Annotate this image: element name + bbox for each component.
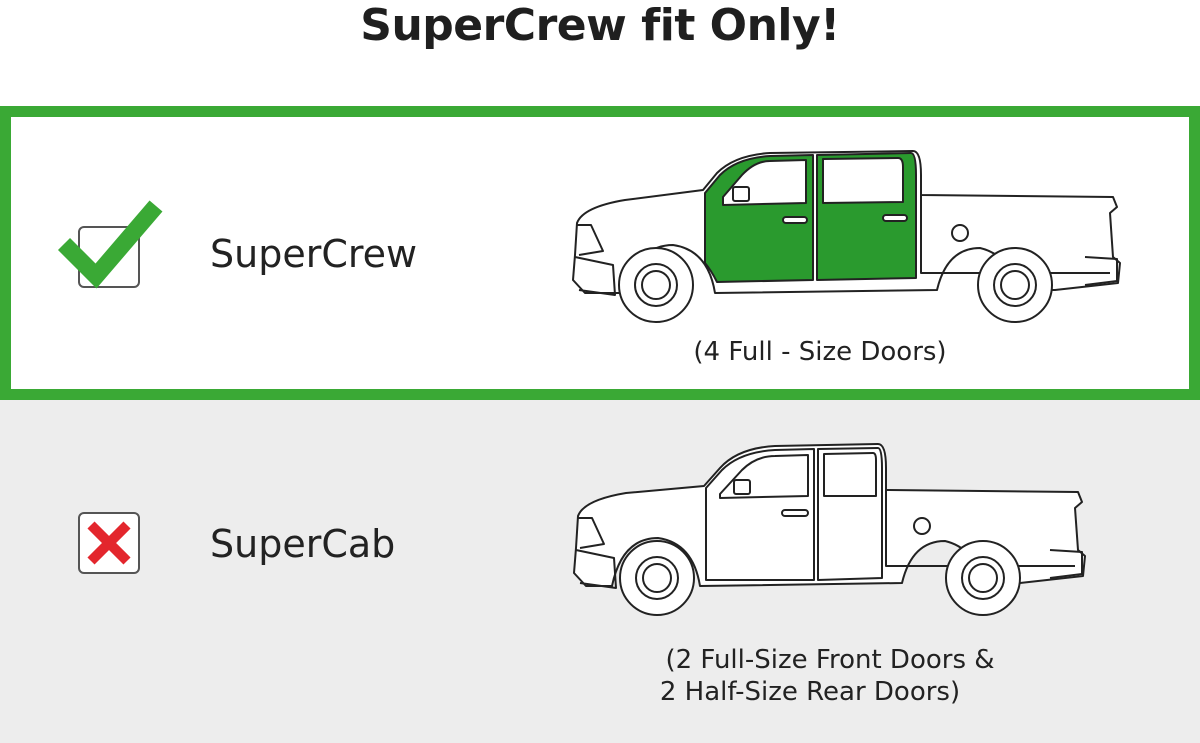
page-title: SuperCrew fit Only! bbox=[360, 0, 840, 51]
supercab-label: SuperCab bbox=[210, 522, 396, 566]
supercab-caption-line-2: 2 Half-Size Rear Doors) bbox=[659, 677, 961, 707]
supercab-truck-illustration bbox=[573, 443, 1086, 616]
supercab-checkbox[interactable] bbox=[78, 512, 140, 574]
supercrew-label: SuperCrew bbox=[210, 232, 418, 276]
check-icon bbox=[57, 200, 163, 289]
supercrew-truck-illustration bbox=[572, 150, 1121, 323]
x-icon bbox=[87, 521, 131, 565]
supercrew-caption: (4 Full - Size Doors) bbox=[693, 337, 947, 367]
supercab-caption-line-1: (2 Full-Size Front Doors & bbox=[665, 645, 995, 675]
